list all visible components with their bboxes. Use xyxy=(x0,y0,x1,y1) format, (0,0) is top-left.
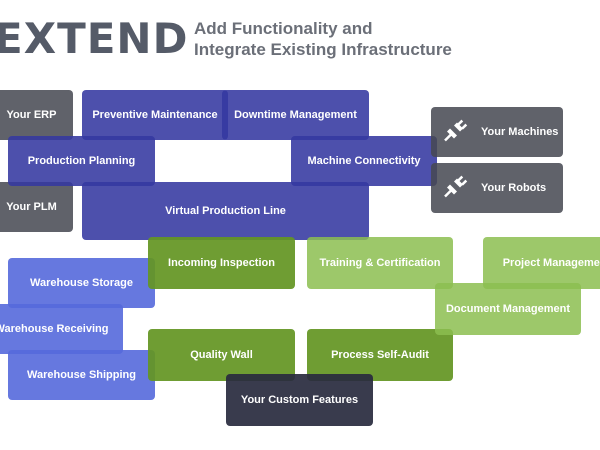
tile-warehouse-shipping: Warehouse Shipping xyxy=(8,350,155,400)
tile-warehouse-receiving: Warehouse Receiving xyxy=(0,304,123,354)
tile-production-planning-label: Production Planning xyxy=(27,155,136,167)
subtitle-line-2: Integrate Existing Infrastructure xyxy=(194,40,452,59)
tile-warehouse-shipping-label: Warehouse Shipping xyxy=(27,369,136,381)
plug-icon xyxy=(441,173,469,204)
tile-downtime-management: Downtime Management xyxy=(222,90,369,140)
tile-document-management: Document Management xyxy=(435,283,581,335)
tile-training-certification: Training & Certification xyxy=(307,237,453,289)
tile-warehouse-storage-label: Warehouse Storage xyxy=(30,277,133,289)
tile-project-management: Project Management xyxy=(483,237,600,289)
tile-your-plm: Your PLM xyxy=(0,182,73,232)
page-subtitle: Add Functionality and Integrate Existing… xyxy=(194,18,452,60)
plug-icon xyxy=(441,117,469,148)
tile-your-robots-label: Your Robots xyxy=(481,182,547,194)
page-title: EXTEND xyxy=(0,14,189,63)
tile-your-plm-label: Your PLM xyxy=(6,201,57,213)
tile-your-machines-label: Your Machines xyxy=(481,126,559,138)
tile-warehouse-storage: Warehouse Storage xyxy=(8,258,155,308)
tile-preventive-maintenance-label: Preventive Maintenance xyxy=(92,109,218,121)
tile-quality-wall-label: Quality Wall xyxy=(190,349,253,361)
tile-downtime-management-label: Downtime Management xyxy=(234,109,357,121)
tile-quality-wall: Quality Wall xyxy=(148,329,295,381)
tile-process-self-audit-label: Process Self-Audit xyxy=(331,349,429,361)
tile-your-erp: Your ERP xyxy=(0,90,73,140)
tile-preventive-maintenance: Preventive Maintenance xyxy=(82,90,228,140)
tile-warehouse-receiving-label: Warehouse Receiving xyxy=(0,323,109,335)
tile-training-certification-label: Training & Certification xyxy=(319,257,441,269)
tile-virtual-production-line: Virtual Production Line xyxy=(82,182,369,240)
tile-your-robots: Your Robots xyxy=(431,163,563,213)
tile-your-erp-label: Your ERP xyxy=(6,109,57,121)
tile-your-machines: Your Machines xyxy=(431,107,563,157)
tile-machine-connectivity-label: Machine Connectivity xyxy=(307,155,421,167)
tile-incoming-inspection-label: Incoming Inspection xyxy=(168,257,275,269)
tile-your-custom-features-label: Your Custom Features xyxy=(240,394,359,406)
tile-process-self-audit: Process Self-Audit xyxy=(307,329,453,381)
tile-incoming-inspection: Incoming Inspection xyxy=(148,237,295,289)
tile-project-management-label: Project Management xyxy=(502,257,600,269)
tile-production-planning: Production Planning xyxy=(8,136,155,186)
subtitle-line-1: Add Functionality and xyxy=(194,19,373,38)
tile-your-custom-features: Your Custom Features xyxy=(226,374,373,426)
tile-machine-connectivity: Machine Connectivity xyxy=(291,136,437,186)
tile-document-management-label: Document Management xyxy=(445,303,571,315)
tile-virtual-production-line-label: Virtual Production Line xyxy=(165,205,286,217)
